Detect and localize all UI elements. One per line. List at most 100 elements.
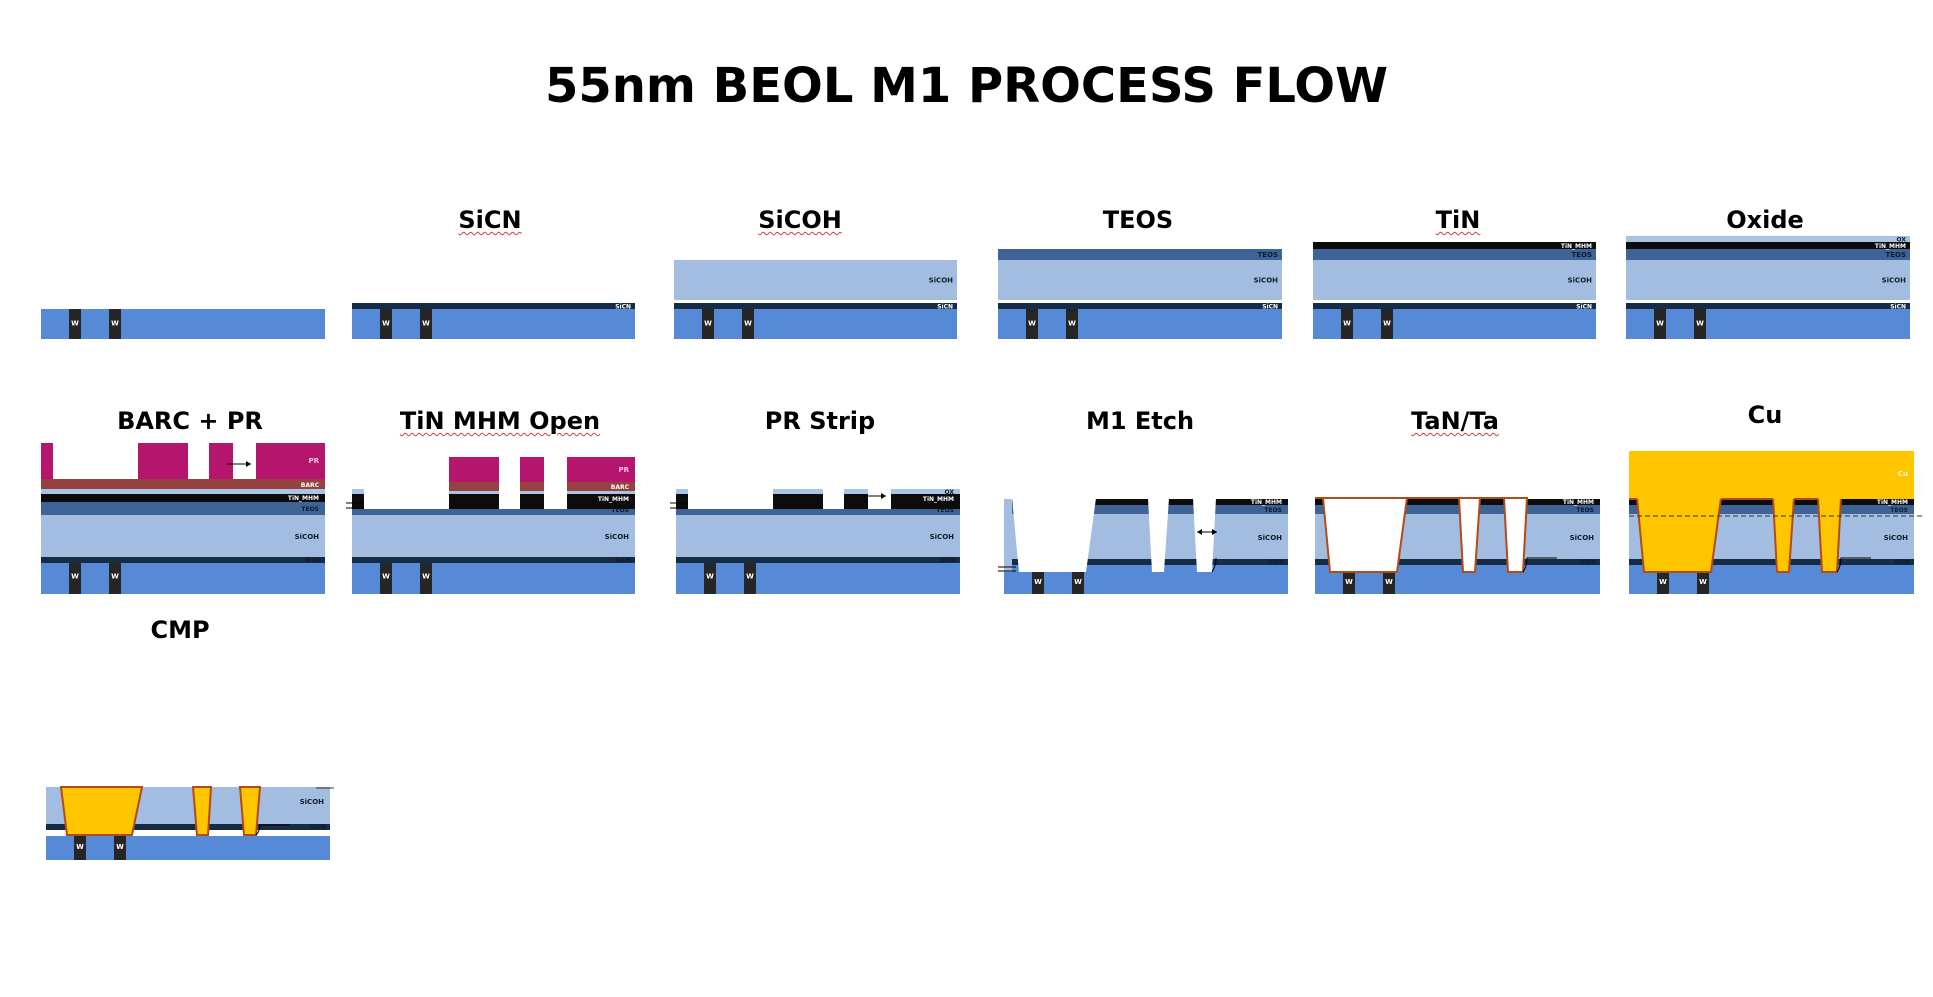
w-plug (702, 309, 714, 339)
tin-mhm-layer (1626, 242, 1910, 249)
step-label-1-text: SiCN (458, 206, 522, 234)
sicn-layer (1626, 303, 1910, 309)
w-plug-label: W (1659, 578, 1667, 586)
w-plug-label: W (1696, 320, 1704, 328)
step-label-5-text: Oxide (1726, 206, 1804, 234)
step-label-12: CMP (110, 616, 250, 644)
step-label-11-text: Cu (1747, 401, 1783, 429)
sicn-layer (998, 303, 1282, 309)
w-plug (1381, 309, 1393, 339)
gap (1313, 300, 1596, 303)
w-plug-label: W (704, 320, 712, 328)
w-plug-label: W (1383, 320, 1391, 328)
oxide-block (449, 489, 499, 494)
sicn-layer-label: SiCN (1576, 304, 1592, 311)
cu-line (59, 786, 144, 836)
tin-mhm-layer-label: TiN_MHM (1875, 243, 1906, 250)
leader-line (1836, 557, 1871, 573)
sicn-layer (1313, 303, 1596, 309)
tin-label: TiN_MHM (598, 496, 629, 503)
step-label-2: SiCOH (740, 206, 860, 234)
w-plug-label: W (1028, 320, 1036, 328)
sicn-label: SiCN (305, 557, 321, 564)
w-plug-label: W (1699, 578, 1707, 586)
w-plug-label: W (744, 320, 752, 328)
teos-layer-label: TEOS (1257, 251, 1278, 259)
step-label-1: SiCN (430, 206, 550, 234)
tin-mhm-layer (1315, 499, 1600, 505)
barc-layer (41, 479, 325, 489)
sicoh-label: SiCOH (300, 798, 325, 806)
sicn-label: SiCN (1894, 559, 1910, 566)
oxide-layer-label: OX (1896, 237, 1906, 244)
step-label-8: PR Strip (720, 407, 920, 435)
oxide-block (352, 489, 364, 494)
sicn-layer (1004, 559, 1288, 565)
sicn-layer (676, 557, 960, 563)
gap (352, 300, 635, 303)
w-plug-label: W (76, 843, 84, 851)
teos-label: TEOS (1576, 507, 1594, 514)
w-plug-label: W (116, 843, 124, 851)
tin-mhm-layer (1004, 499, 1288, 505)
step-label-3: TEOS (1063, 206, 1213, 234)
teos-label: TEOS (1890, 507, 1908, 514)
w-plug (1072, 572, 1084, 594)
tin-mhm-layer-label: TiN_MHM (1561, 243, 1592, 250)
teos-layer (1315, 505, 1600, 514)
oxide-block (676, 489, 688, 494)
barc-block (567, 482, 635, 491)
gap (674, 300, 957, 303)
sicoh-label: SiCOH (930, 533, 955, 541)
step-label-4: TiN (1378, 206, 1538, 234)
w-plug (744, 560, 756, 594)
teos-layer (41, 502, 325, 515)
step-label-12-text: CMP (150, 616, 210, 644)
oxide-layer (41, 489, 325, 494)
cu-overburden (1629, 451, 1914, 499)
step-label-8-text: PR Strip (764, 407, 876, 435)
w-plug (1697, 572, 1709, 594)
pr-block (449, 457, 499, 482)
teos-label: TEOS (611, 507, 629, 514)
w-plug (420, 309, 432, 339)
w-plug (1383, 572, 1395, 594)
substrate (676, 563, 960, 594)
sicoh-layer (41, 515, 325, 557)
sicoh-layer-label: SiCOH (1568, 277, 1593, 285)
oxide-block (567, 489, 635, 494)
cu-fill (1635, 497, 1723, 573)
substrate (41, 563, 325, 594)
teos-label: TEOS (301, 506, 319, 513)
w-plug (1341, 309, 1353, 339)
sicn-label: SiCN (615, 557, 631, 564)
teos-layer-label: TEOS (1571, 251, 1592, 259)
slide-title: 55nm BEOL M1 PROCESS FLOW (544, 58, 1389, 114)
tin-mhm-block (449, 494, 499, 509)
w-plug (1026, 309, 1038, 339)
sicoh-layer (676, 515, 960, 557)
cu-label: Cu (1898, 470, 1908, 478)
w-plug (74, 836, 86, 860)
dimension-arrow-head (1197, 529, 1217, 535)
barc-block (520, 482, 544, 491)
w-plug-label: W (1656, 320, 1664, 328)
w-plug-label: W (71, 573, 79, 581)
w-plug (380, 309, 392, 339)
step-label-7: TiN MHM Open (380, 407, 620, 435)
barc-block (449, 482, 499, 491)
dimension-arrow-head (881, 493, 886, 499)
sicoh-layer (674, 260, 957, 300)
cu-line (238, 786, 262, 836)
sicn-label: SiCN (1580, 559, 1596, 566)
sicoh-layer-label: SiCOH (1882, 277, 1907, 285)
w-plug (742, 309, 754, 339)
trench (1193, 498, 1216, 572)
